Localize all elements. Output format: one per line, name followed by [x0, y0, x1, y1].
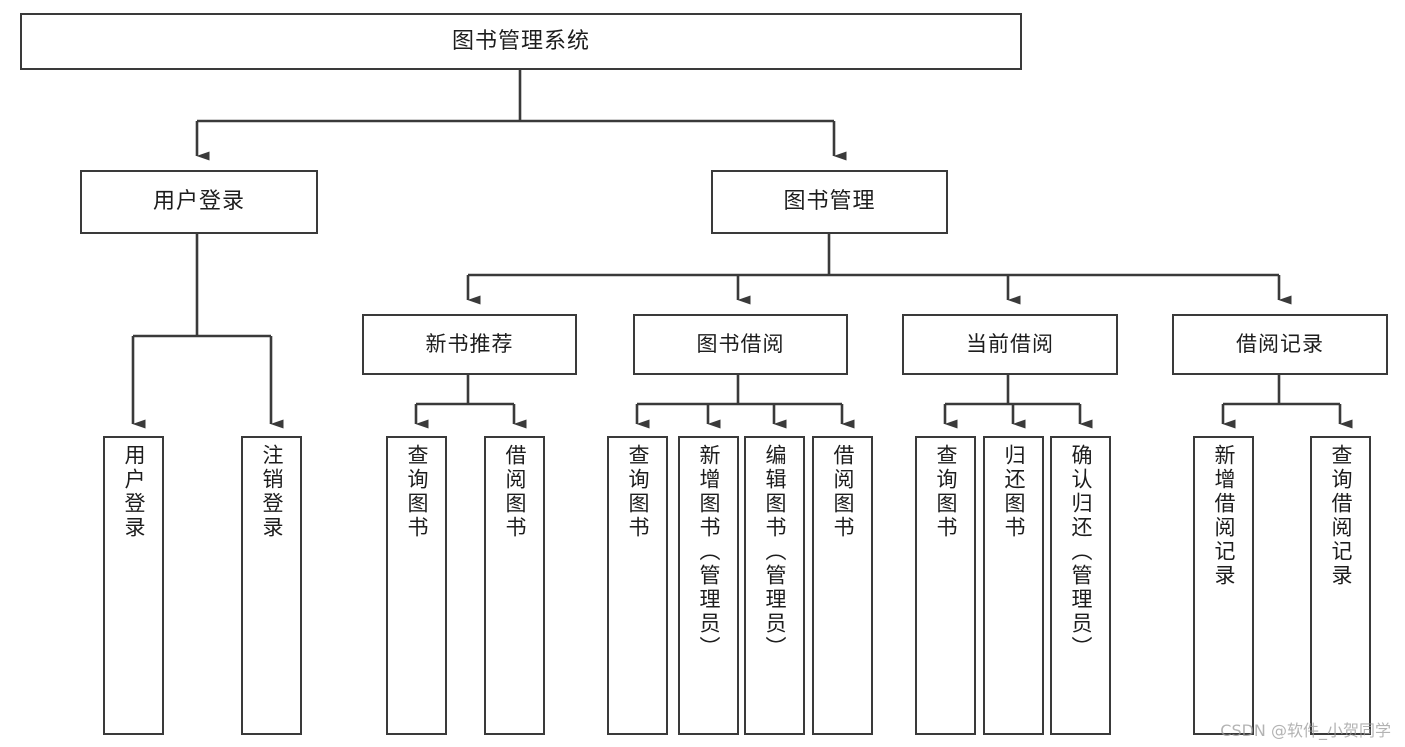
leaf-current-return-book[interactable]: 归还图书	[983, 436, 1044, 735]
node-book-borrow[interactable]: 图书借阅	[633, 314, 848, 375]
node-borrow-record[interactable]: 借阅记录	[1172, 314, 1388, 375]
node-label: 图书借阅	[696, 332, 785, 357]
node-label: 注销登录	[260, 444, 284, 540]
watermark-text: CSDN @软件_小贺同学	[1220, 721, 1391, 740]
node-label: 用户登录	[122, 444, 146, 540]
leaf-record-add-record[interactable]: 新增借阅记录	[1193, 436, 1254, 735]
node-label: 图书管理系统	[451, 28, 590, 54]
node-label: 借阅图书	[831, 444, 855, 540]
leaf-user-login-logout[interactable]: 注销登录	[241, 436, 302, 735]
leaf-current-confirm-return-admin[interactable]: 确认归还（管理员）	[1050, 436, 1111, 735]
node-label: 图书管理	[783, 189, 876, 215]
node-current-borrow[interactable]: 当前借阅	[902, 314, 1118, 375]
leaf-borrow-edit-book-admin[interactable]: 编辑图书（管理员）	[744, 436, 805, 735]
node-new-book-recommend[interactable]: 新书推荐	[362, 314, 577, 375]
node-label: 借阅图书	[503, 444, 527, 540]
node-label: 查询图书	[405, 444, 429, 540]
node-label: 归还图书	[1002, 444, 1026, 540]
node-label: 新增图书（管理员）	[697, 444, 721, 660]
leaf-borrow-query-book[interactable]: 查询图书	[607, 436, 668, 735]
node-user-login[interactable]: 用户登录	[80, 170, 318, 234]
node-book-management[interactable]: 图书管理	[711, 170, 948, 234]
leaf-record-query-record[interactable]: 查询借阅记录	[1310, 436, 1371, 735]
leaf-recommend-borrow-book[interactable]: 借阅图书	[484, 436, 545, 735]
node-label: 用户登录	[152, 189, 245, 215]
node-label: 当前借阅	[966, 332, 1054, 357]
node-root-system[interactable]: 图书管理系统	[20, 13, 1022, 70]
node-label: 编辑图书（管理员）	[763, 444, 787, 660]
leaf-current-query-book[interactable]: 查询图书	[915, 436, 976, 735]
node-label: 新增借阅记录	[1212, 444, 1236, 588]
leaf-borrow-add-book-admin[interactable]: 新增图书（管理员）	[678, 436, 739, 735]
leaf-recommend-query-book[interactable]: 查询图书	[386, 436, 447, 735]
leaf-borrow-borrow-book[interactable]: 借阅图书	[812, 436, 873, 735]
node-label: 确认归还（管理员）	[1069, 444, 1093, 660]
node-label: 查询图书	[626, 444, 650, 540]
node-label: 查询图书	[934, 444, 958, 540]
node-label: 新书推荐	[425, 332, 514, 357]
node-label: 查询借阅记录	[1329, 444, 1353, 588]
node-label: 借阅记录	[1236, 332, 1324, 357]
leaf-user-login-login[interactable]: 用户登录	[103, 436, 164, 735]
